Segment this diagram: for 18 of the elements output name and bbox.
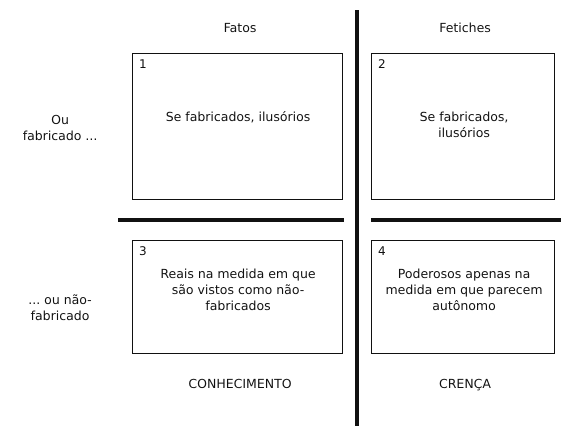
quadrant-number: 1: [139, 57, 147, 71]
quadrant-number: 2: [378, 57, 386, 71]
quadrant-number: 4: [378, 244, 386, 258]
quadrant-number: 3: [139, 244, 147, 258]
quadrant-box: [371, 53, 555, 200]
column-heading: Fetiches: [438, 20, 492, 36]
quadrant-box: [371, 240, 555, 354]
quadrant-text: Se fabricados, ilusórios: [164, 109, 312, 125]
row-heading: ... ou não-fabricado: [27, 292, 93, 324]
column-heading: Fatos: [222, 20, 258, 36]
quadrant-box: [132, 240, 343, 354]
column-footer: CONHECIMENTO: [170, 376, 310, 392]
row-heading: Ou fabricado ...: [22, 112, 98, 144]
quadrant-box: [132, 53, 343, 200]
column-footer: CRENÇA: [400, 376, 530, 392]
quadrant-text: Se fabricados, ilusórios: [418, 109, 510, 141]
quadrant-text: Reais na medida em que são vistos como não-fabricados: [159, 266, 317, 314]
quadrant-text: Poderosos apenas na medida em que parecem autônomo: [384, 266, 544, 314]
